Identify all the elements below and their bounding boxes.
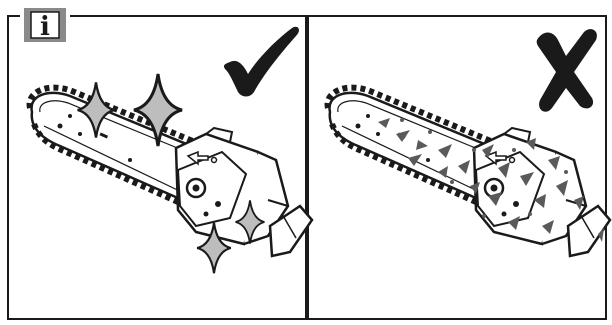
info-icon: i bbox=[40, 12, 50, 42]
info-badge: i bbox=[20, 4, 70, 44]
dirty-chainsaw-bar bbox=[328, 88, 610, 256]
panel-clean bbox=[30, 27, 312, 273]
panel-divider bbox=[305, 16, 309, 319]
cross-mark-icon bbox=[537, 29, 597, 112]
check-mark-icon bbox=[224, 27, 299, 97]
panel-dirty bbox=[328, 29, 610, 256]
